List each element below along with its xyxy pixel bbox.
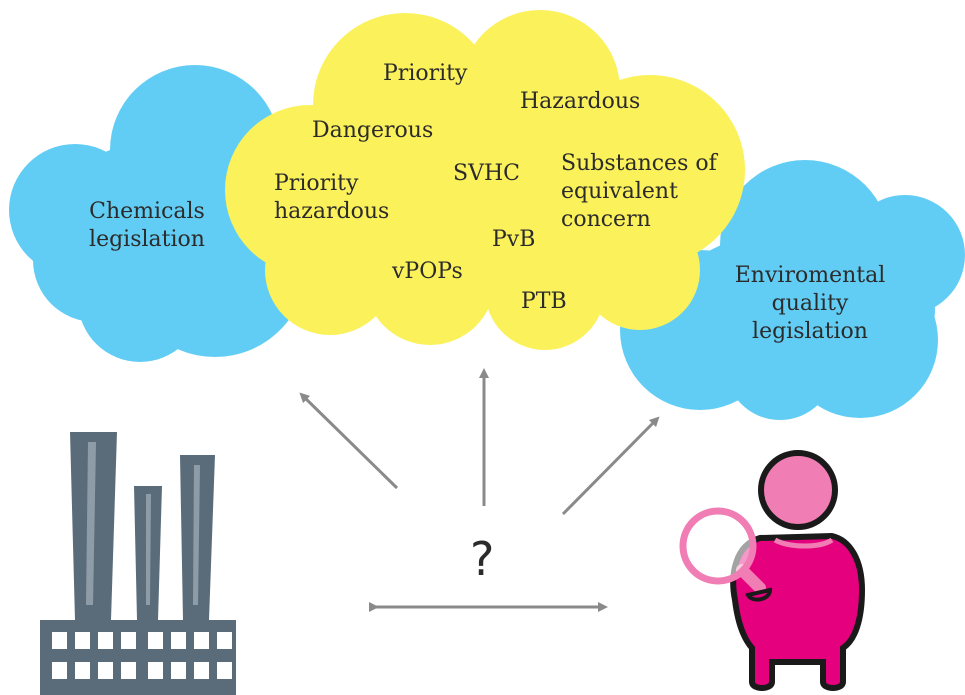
substance-terms-cloud <box>225 10 745 350</box>
factory-window <box>75 662 90 679</box>
factory-window <box>171 662 186 679</box>
factory-window <box>217 662 232 679</box>
chemicals-legislation-label: Chemicals legislation <box>89 199 205 252</box>
arrow-to-environmental-legislation <box>561 416 660 516</box>
factory-window <box>98 662 113 679</box>
environmental-quality-legislation-label: Enviromental quality legislation <box>734 263 886 344</box>
person-with-magnifier-icon <box>679 450 866 691</box>
factory-window <box>98 632 113 649</box>
term-hazardous: Hazardous <box>520 89 641 114</box>
term-priority-hazardous: Priority hazardous <box>274 171 390 224</box>
term-priority: Priority <box>383 61 468 86</box>
arrows <box>299 368 660 612</box>
factory-window <box>148 662 163 679</box>
term-ptb: PTB <box>521 289 567 314</box>
term-equivalent-concern: Substances of equivalent concern <box>561 151 717 232</box>
factory-window <box>171 632 186 649</box>
term-pvb: PvB <box>492 227 536 252</box>
term-vpops: vPOPs <box>392 259 463 284</box>
term-dangerous: Dangerous <box>312 118 434 143</box>
factory-window <box>217 632 232 649</box>
term-svhc: SVHC <box>453 161 520 186</box>
factory-window <box>121 662 136 679</box>
factory-window <box>194 662 209 679</box>
arrow-to-chemicals-legislation <box>299 392 399 490</box>
factory-window <box>121 632 136 649</box>
factory-window <box>194 632 209 649</box>
environmental-quality-legislation-cloud <box>620 160 965 420</box>
factory-window <box>52 632 67 649</box>
factory-window <box>148 632 163 649</box>
factory-icon <box>40 432 236 695</box>
factory-window <box>75 632 90 649</box>
question-mark: ? <box>470 532 495 586</box>
factory-window <box>52 662 67 679</box>
